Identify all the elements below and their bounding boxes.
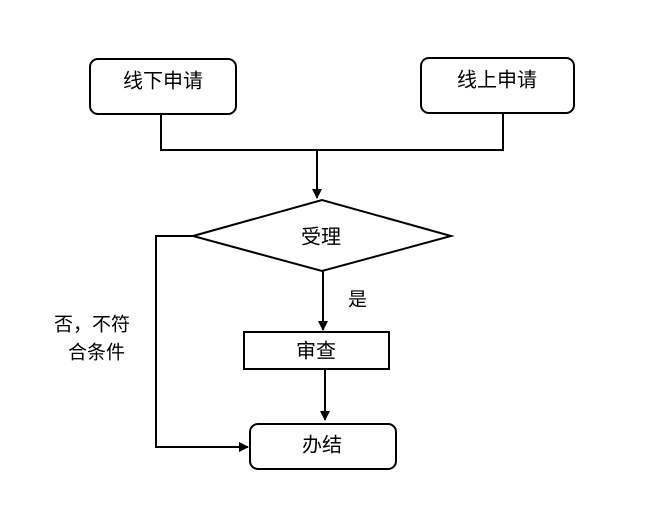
node-review-label: 审查 bbox=[296, 339, 336, 363]
node-online-label: 线上申请 bbox=[457, 68, 537, 92]
arrow-accept-no-to-conclude bbox=[155, 235, 249, 452]
node-accept-diamond bbox=[189, 198, 455, 273]
node-conclude: 办结 bbox=[249, 423, 397, 470]
connector-offline-to-merge bbox=[160, 114, 317, 151]
node-online-application: 线上申请 bbox=[420, 57, 575, 114]
node-offline-application: 线下申请 bbox=[89, 58, 237, 115]
node-accept-label: 受理 bbox=[301, 225, 341, 249]
node-conclude-label: 办结 bbox=[302, 433, 342, 457]
node-review: 审查 bbox=[243, 331, 390, 370]
connectors bbox=[155, 113, 504, 452]
node-online-box bbox=[420, 57, 575, 114]
edge-label-no-line1: 否，不符 bbox=[54, 314, 130, 336]
edge-label-yes: 是 bbox=[348, 289, 367, 311]
node-accept-decision: 受理 bbox=[189, 198, 455, 273]
node-review-box bbox=[243, 331, 390, 370]
node-conclude-box bbox=[249, 423, 397, 470]
edge-label-no-line2: 合条件 bbox=[68, 342, 125, 364]
node-offline-label: 线下申请 bbox=[123, 69, 203, 93]
node-offline-box bbox=[89, 58, 237, 115]
connector-online-to-merge bbox=[317, 113, 504, 151]
